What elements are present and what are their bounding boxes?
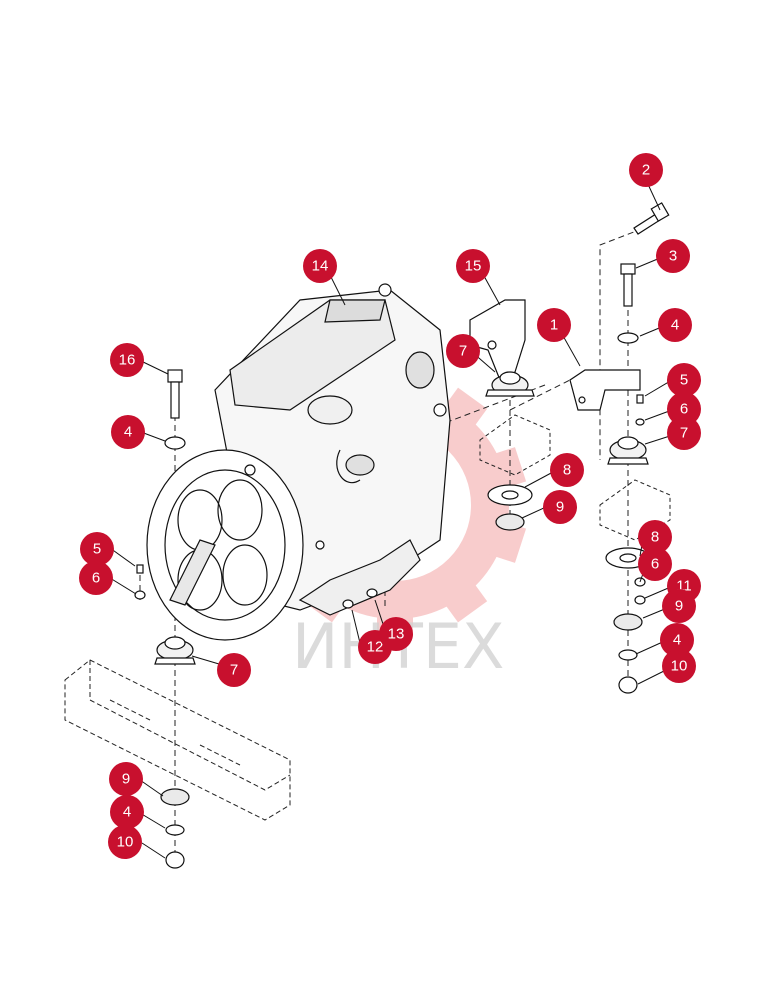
callout-label: 7 [230, 662, 238, 679]
bracket-1 [569, 369, 641, 411]
callout-label: 4 [123, 804, 131, 821]
callout-bubble [660, 623, 694, 657]
callout-9: 9 [662, 589, 696, 623]
callout-8: 8 [550, 453, 584, 487]
callout-bubble [662, 649, 696, 683]
callout-9: 9 [543, 490, 577, 524]
callout-4: 4 [110, 795, 144, 829]
callout-4: 4 [111, 415, 145, 449]
callout-6: 6 [667, 392, 701, 426]
callout-label: 13 [388, 626, 405, 643]
callout-bubble [638, 547, 672, 581]
gear-tooth [438, 573, 488, 623]
callout-label: 6 [651, 556, 659, 573]
callout-label: 10 [117, 834, 134, 851]
callout-label: 16 [119, 352, 136, 369]
callout-label: 6 [680, 401, 688, 418]
callout-bubble [667, 363, 701, 397]
callout-bubble [80, 532, 114, 566]
callout-bubble [79, 561, 113, 595]
callout-10: 10 [108, 825, 142, 859]
callout-bubble [550, 453, 584, 487]
callout-label: 8 [563, 462, 571, 479]
callout-label: 1 [550, 317, 558, 334]
callout-bubble [662, 589, 696, 623]
callout-label: 14 [312, 258, 329, 275]
callout-bubble [456, 249, 490, 283]
gear-tooth [438, 387, 488, 437]
callout-14: 14 [303, 249, 337, 283]
callout-bubble [110, 343, 144, 377]
callout-label: 5 [93, 541, 101, 558]
callout-label: 10 [671, 658, 688, 675]
bracket-15 [469, 299, 526, 381]
bolt-2 [633, 202, 670, 235]
callout-label: 9 [122, 771, 130, 788]
callout-bubble [638, 520, 672, 554]
callout-bubble [303, 249, 337, 283]
callout-label: 3 [669, 248, 677, 265]
callout-bubble [629, 153, 663, 187]
engine-assembly [146, 283, 451, 641]
callout-bubble [111, 415, 145, 449]
callout-label: 7 [459, 343, 467, 360]
callout-label: 7 [680, 425, 688, 442]
callout-bubble [217, 653, 251, 687]
callout-bubble [656, 239, 690, 273]
callout-bubble [667, 392, 701, 426]
bolt-3 [620, 263, 636, 307]
callout-7: 7 [446, 334, 480, 368]
callout-6: 6 [79, 561, 113, 595]
callout-4: 4 [658, 308, 692, 342]
callout-15: 15 [456, 249, 490, 283]
frame-rail-ghost [64, 659, 291, 821]
callout-6: 6 [638, 547, 672, 581]
callout-13: 13 [379, 617, 413, 651]
callout-bubble [379, 617, 413, 651]
washers-and-mounts [134, 332, 651, 869]
callout-label: 5 [680, 372, 688, 389]
right-mount-plates [479, 414, 671, 541]
callout-5: 5 [80, 532, 114, 566]
gear-tooth [482, 447, 527, 492]
callout-7: 7 [667, 416, 701, 450]
callout-4: 4 [660, 623, 694, 657]
callout-1: 1 [537, 308, 571, 342]
callout-7: 7 [217, 653, 251, 687]
callout-label: 12 [367, 639, 384, 656]
callout-label: 6 [92, 570, 100, 587]
callout-3: 3 [656, 239, 690, 273]
callout-label: 4 [124, 424, 132, 441]
callout-bubble [108, 825, 142, 859]
bolt-16 [167, 369, 183, 419]
callout-16: 16 [110, 343, 144, 377]
callout-label: 8 [651, 529, 659, 546]
callout-bubble [667, 416, 701, 450]
callout-bubble [537, 308, 571, 342]
callout-label: 9 [556, 499, 564, 516]
callout-bubble [658, 308, 692, 342]
callout-label: 4 [673, 632, 681, 649]
callout-2: 2 [629, 153, 663, 187]
callout-label: 4 [671, 317, 679, 334]
callout-8: 8 [638, 520, 672, 554]
callout-label: 9 [675, 598, 683, 615]
callout-label: 15 [465, 258, 482, 275]
callout-bubble [109, 762, 143, 796]
callout-bubble [446, 334, 480, 368]
callout-10: 10 [662, 649, 696, 683]
callout-bubble [110, 795, 144, 829]
callout-bubble [543, 490, 577, 524]
callout-label: 2 [642, 162, 650, 179]
callout-5: 5 [667, 363, 701, 397]
callout-9: 9 [109, 762, 143, 796]
